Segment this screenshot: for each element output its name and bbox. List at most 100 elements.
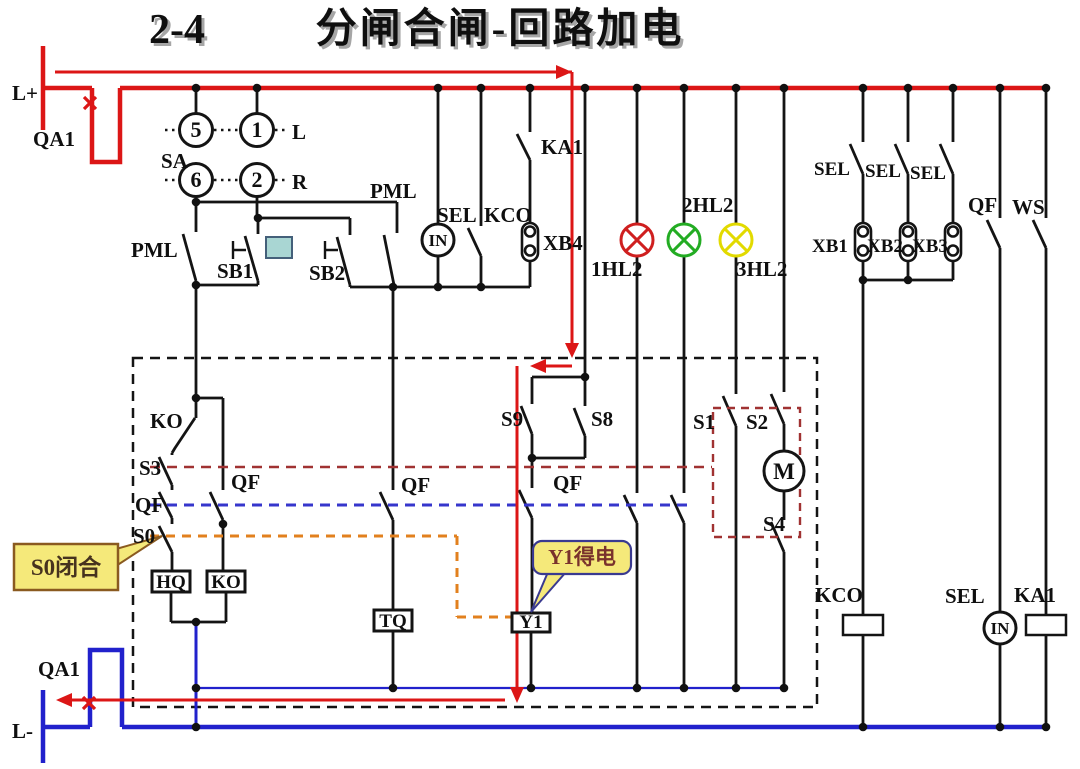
- l-minus-bus: [40, 647, 1048, 763]
- label-ka1-top: KA1: [541, 135, 583, 159]
- ka1-coil-rect: [1024, 613, 1068, 637]
- xb2-bottom-dot: [901, 244, 915, 257]
- callout-s0-box: [12, 542, 120, 592]
- in-meter-bottom-circle: [982, 610, 1018, 646]
- in-meter-top: [420, 222, 456, 258]
- label-s8: S8: [591, 407, 613, 431]
- lamp-2hl2: [666, 222, 702, 258]
- label-pos-r: R: [292, 170, 308, 194]
- arrowhead-left-s9: [530, 359, 546, 373]
- xb1-top-dot: [856, 225, 870, 238]
- y1-coil-box: [510, 611, 552, 634]
- label-sel1: SEL: [814, 159, 850, 180]
- label-y1-coil: Y1: [519, 612, 542, 633]
- breaker-x-marks: [81, 95, 98, 711]
- label-qa1-top: QA1: [33, 127, 75, 151]
- label-qf-tq: QF: [401, 473, 430, 497]
- coil-boxes: [150, 569, 552, 634]
- label-sel2: SEL: [865, 161, 901, 182]
- label-sa-1: 1: [252, 117, 263, 142]
- xb3-bottom-dot: [946, 244, 960, 257]
- label-1hl2: 1HL2: [591, 257, 642, 281]
- lamp-1hl2-circle: [619, 222, 655, 258]
- ko-coil-box: [205, 569, 247, 594]
- in-meter-top-circle: [420, 222, 456, 258]
- label-kco-bottom: KCO: [815, 583, 863, 607]
- arrowhead-down-bottom: [510, 687, 524, 703]
- label-tq-coil: TQ: [379, 611, 406, 632]
- label-pml-right: PML: [370, 179, 417, 203]
- label-sel3: SEL: [910, 163, 946, 184]
- label-sa-2: 2: [252, 167, 263, 192]
- sa-contact-2: [239, 162, 275, 198]
- label-in-bottom: IN: [991, 619, 1011, 638]
- flow-arrowheads: [56, 65, 579, 707]
- s1-s2-dashed-box: [711, 406, 802, 539]
- title-text-shadow: 分闸合闸-回路加电: [319, 8, 688, 54]
- label-sa-5: 5: [191, 117, 202, 142]
- callout-s0-text: S0闭合: [31, 554, 102, 580]
- arrowhead-left-bottom: [56, 693, 72, 707]
- sa-contact-6: [178, 162, 214, 198]
- label-s2: S2: [746, 410, 768, 434]
- selector-dotted-links: [165, 128, 287, 182]
- motor-circle: [762, 449, 806, 493]
- label-sel-bottom: SEL: [945, 584, 985, 608]
- xb2-top-dot: [901, 225, 915, 238]
- title-text: 分闸合闸-回路加电: [316, 5, 685, 51]
- hq-coil-box: [150, 569, 192, 594]
- sa-contact-5: [178, 112, 214, 148]
- label-2hl2: 2HL2: [682, 193, 733, 217]
- positive-rail-and-flow: [40, 46, 1048, 711]
- link-line-orange: [150, 534, 512, 619]
- label-qf-right: QF: [968, 193, 997, 217]
- wiring-black: [157, 88, 1048, 727]
- xb4-bottom-dot: [523, 244, 537, 257]
- label-ka1-bottom: KA1: [1014, 583, 1056, 607]
- label-kco-top: KCO: [484, 203, 532, 227]
- lamp-3hl2-cross: [723, 227, 749, 253]
- label-l-plus: L+: [12, 81, 38, 105]
- lamp-2hl2-circle: [666, 222, 702, 258]
- label-ko-coil: KO: [211, 572, 241, 593]
- lamp-1hl2: [619, 222, 655, 258]
- arrowhead-down-boxtop: [565, 343, 579, 358]
- labels: L+ QA1 SA 5 1 6 2 L R PML SB1 SB2 PML SE…: [12, 81, 1056, 743]
- junction-dots: [191, 83, 1051, 732]
- callout-y1-energized: Y1得电: [530, 539, 633, 613]
- label-in-top: IN: [429, 231, 449, 250]
- callout-y1-box: [531, 539, 633, 576]
- lamp-3hl2-circle: [718, 222, 754, 258]
- label-xb1: XB1: [812, 236, 848, 257]
- arrowhead-right-top: [556, 65, 572, 79]
- xb1-bottom-dot: [856, 244, 870, 257]
- lamp-1hl2-cross: [624, 227, 650, 253]
- label-xb2: XB2: [867, 236, 903, 257]
- lamp-2hl2-cross: [671, 227, 697, 253]
- plain-coils: [841, 613, 1068, 637]
- label-s3: S3: [139, 456, 161, 480]
- label-xb3: XB3: [912, 236, 948, 257]
- label-sb1: SB1: [217, 259, 253, 283]
- xb3-top-dot: [946, 225, 960, 238]
- label-sb2: SB2: [309, 261, 345, 285]
- label-s9: S9: [501, 407, 523, 431]
- title-number-shadow: 2-4: [152, 10, 208, 56]
- sa-contact-1: [239, 112, 275, 148]
- selector-switch-sa: [178, 112, 275, 198]
- label-motor: M: [773, 459, 795, 484]
- label-xb4: XB4: [543, 231, 583, 255]
- label-ko-contact: KO: [150, 409, 183, 433]
- title-number: 2-4: [149, 7, 205, 53]
- xb-link-symbols: [520, 221, 963, 263]
- lamp-3hl2: [718, 222, 754, 258]
- l-plus-bus: [40, 46, 1048, 165]
- callout-s0-closed: S0闭合: [12, 535, 163, 592]
- label-pos-l: L: [292, 120, 306, 144]
- label-s0: S0: [133, 524, 155, 548]
- label-s4: S4: [763, 512, 786, 536]
- interlock-dashed-box: [131, 356, 819, 709]
- label-pml-left: PML: [131, 238, 178, 262]
- label-qf-y1: QF: [553, 471, 582, 495]
